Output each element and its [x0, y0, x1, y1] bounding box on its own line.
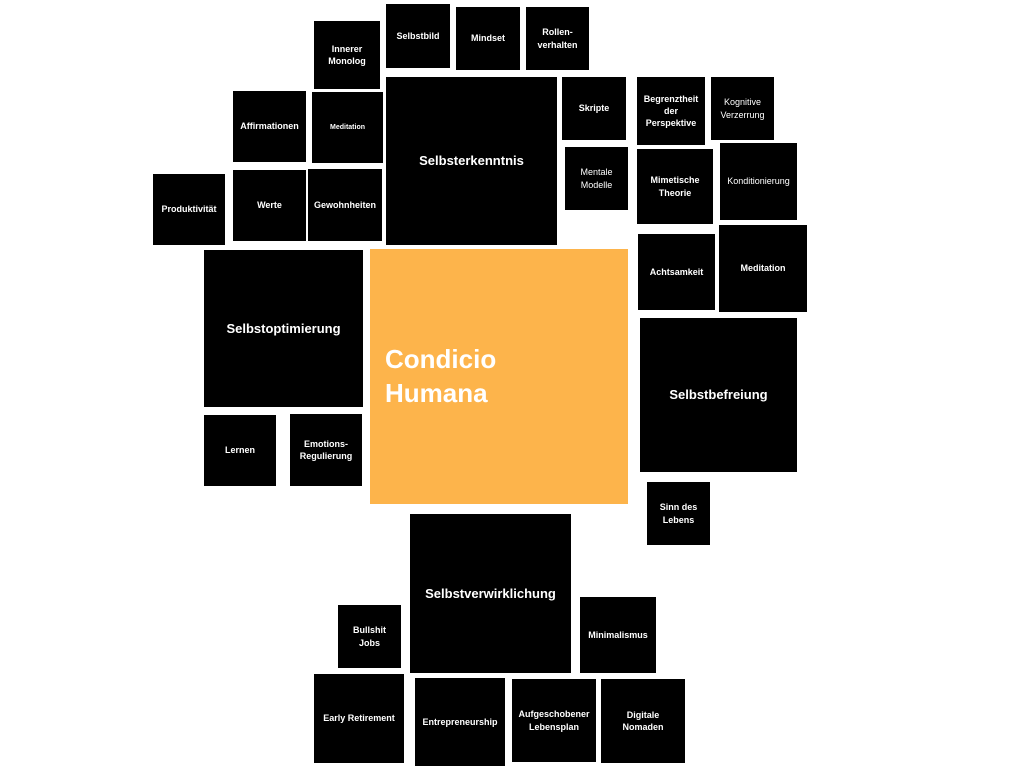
box-sinn-des-lebens: Sinn des Lebens [647, 482, 710, 545]
box-achtsamkeit: Achtsamkeit [638, 234, 715, 310]
box-selbstverwirklichung: Selbstverwirklichung [410, 514, 571, 673]
box-produktivitaet: Produktivität [153, 174, 225, 245]
box-entrepreneurship: Entrepreneurship [415, 678, 505, 766]
center-condicio-humana: Condicio Humana [370, 249, 628, 504]
box-emotions-regulierung: Emotions- Regulierung [290, 414, 362, 486]
box-gewohnheiten: Gewohnheiten [308, 169, 382, 241]
box-digitale-nomaden: Digitale Nomaden [601, 679, 685, 763]
box-selbsterkenntnis: Selbsterkenntnis [386, 77, 557, 245]
box-early-retirement: Early Retirement [314, 674, 404, 763]
box-skripte: Skripte [562, 77, 626, 140]
box-selbstbefreiung: Selbstbefreiung [640, 318, 797, 472]
box-bullshit-jobs: Bullshit Jobs [338, 605, 401, 668]
box-mentale-modelle: Mentale Modelle [565, 147, 628, 210]
box-selbstbild: Selbstbild [386, 4, 450, 68]
box-minimalismus: Minimalismus [580, 597, 656, 673]
box-selbstoptimierung: Selbstoptimierung [204, 250, 363, 407]
box-konditionierung: Konditionierung [720, 143, 797, 220]
box-mimetische-theorie: Mimetische Theorie [637, 149, 713, 224]
box-lernen: Lernen [204, 415, 276, 486]
box-mindset: Mindset [456, 7, 520, 70]
box-rollenverhalten: Rollen- verhalten [526, 7, 589, 70]
box-kognitive-verzerrung: Kognitive Verzerrung [711, 77, 774, 140]
box-begrenztheit-der-perspektive: Begrenztheit der Perspektive [637, 77, 705, 145]
box-meditation: Meditation [719, 225, 807, 312]
box-aufgeschobener-lebensplan: Aufgeschobener Lebensplan [512, 679, 596, 762]
box-werte: Werte [233, 170, 306, 241]
box-meditation-small: Meditation [312, 92, 383, 163]
box-innerer-monolog: Innerer Monolog [314, 21, 380, 89]
box-affirmationen: Affirmationen [233, 91, 306, 162]
